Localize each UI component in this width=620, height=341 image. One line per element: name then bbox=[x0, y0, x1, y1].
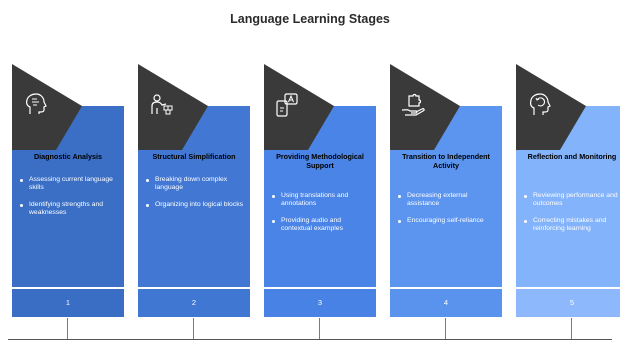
stage-number: 4 bbox=[390, 289, 502, 317]
bullet-item: Identifying strengths and weaknesses bbox=[20, 201, 120, 218]
bullet-item: Organizing into logical blocks bbox=[146, 201, 246, 209]
timeline-tick bbox=[67, 318, 68, 340]
stage-number: 3 bbox=[264, 289, 376, 317]
stage-2: Structural Simplification Breaking down … bbox=[138, 64, 250, 319]
bullet-item: Reviewing performance and outcomes bbox=[524, 192, 620, 209]
translate-device-icon bbox=[274, 92, 300, 118]
diagram-title: Language Learning Stages bbox=[230, 12, 390, 26]
stage-number: 5 bbox=[516, 289, 620, 317]
stage-4: Transition to Independent Activity Decre… bbox=[390, 64, 502, 319]
stage-number: 1 bbox=[12, 289, 124, 317]
timeline-tick bbox=[445, 318, 446, 340]
stage-wedge bbox=[516, 64, 586, 150]
stage-bullets: Using translations and annotations Provi… bbox=[272, 192, 372, 242]
stage-number: 2 bbox=[138, 289, 250, 317]
bullet-item: Encouraging self-reliance bbox=[398, 217, 498, 225]
stage-bullets: Decreasing external assistance Encouragi… bbox=[398, 192, 498, 233]
puzzle-hand-icon bbox=[400, 92, 426, 118]
person-blocks-icon bbox=[148, 92, 174, 118]
timeline-tick bbox=[193, 318, 194, 340]
timeline-tick bbox=[571, 318, 572, 340]
stage-title: Transition to Independent Activity bbox=[402, 152, 490, 170]
bullet-item: Assessing current language skills bbox=[20, 176, 120, 193]
stage-wedge bbox=[138, 64, 208, 150]
head-cycle-icon bbox=[526, 92, 552, 118]
stage-3: Providing Methodological Support Using t… bbox=[264, 64, 376, 319]
stage-bullets: Breaking down complex language Organizin… bbox=[146, 176, 246, 217]
stage-wedge bbox=[12, 64, 82, 150]
stage-title: Diagnostic Analysis bbox=[33, 152, 103, 161]
bullet-item: Providing audio and contextual examples bbox=[272, 217, 372, 234]
stage-title: Structural Simplification bbox=[152, 152, 236, 161]
stage-wedge bbox=[264, 64, 334, 150]
bullet-item: Correcting mistakes and reinforcing lear… bbox=[524, 217, 620, 234]
stage-bullets: Assessing current language skills Identi… bbox=[20, 176, 120, 226]
stage-1: Diagnostic Analysis Assessing current la… bbox=[12, 64, 124, 319]
stage-5: Reflection and Monitoring Reviewing perf… bbox=[516, 64, 620, 319]
brain-icon bbox=[22, 92, 48, 118]
stage-wedge bbox=[390, 64, 460, 150]
stage-title: Providing Methodological Support bbox=[276, 152, 364, 170]
bullet-item: Breaking down complex language bbox=[146, 176, 246, 193]
timeline-axis bbox=[8, 339, 612, 340]
bullet-item: Decreasing external assistance bbox=[398, 192, 498, 209]
timeline-tick bbox=[319, 318, 320, 340]
bullet-item: Using translations and annotations bbox=[272, 192, 372, 209]
stage-title: Reflection and Monitoring bbox=[527, 152, 617, 161]
stage-bullets: Reviewing performance and outcomes Corre… bbox=[524, 192, 620, 242]
